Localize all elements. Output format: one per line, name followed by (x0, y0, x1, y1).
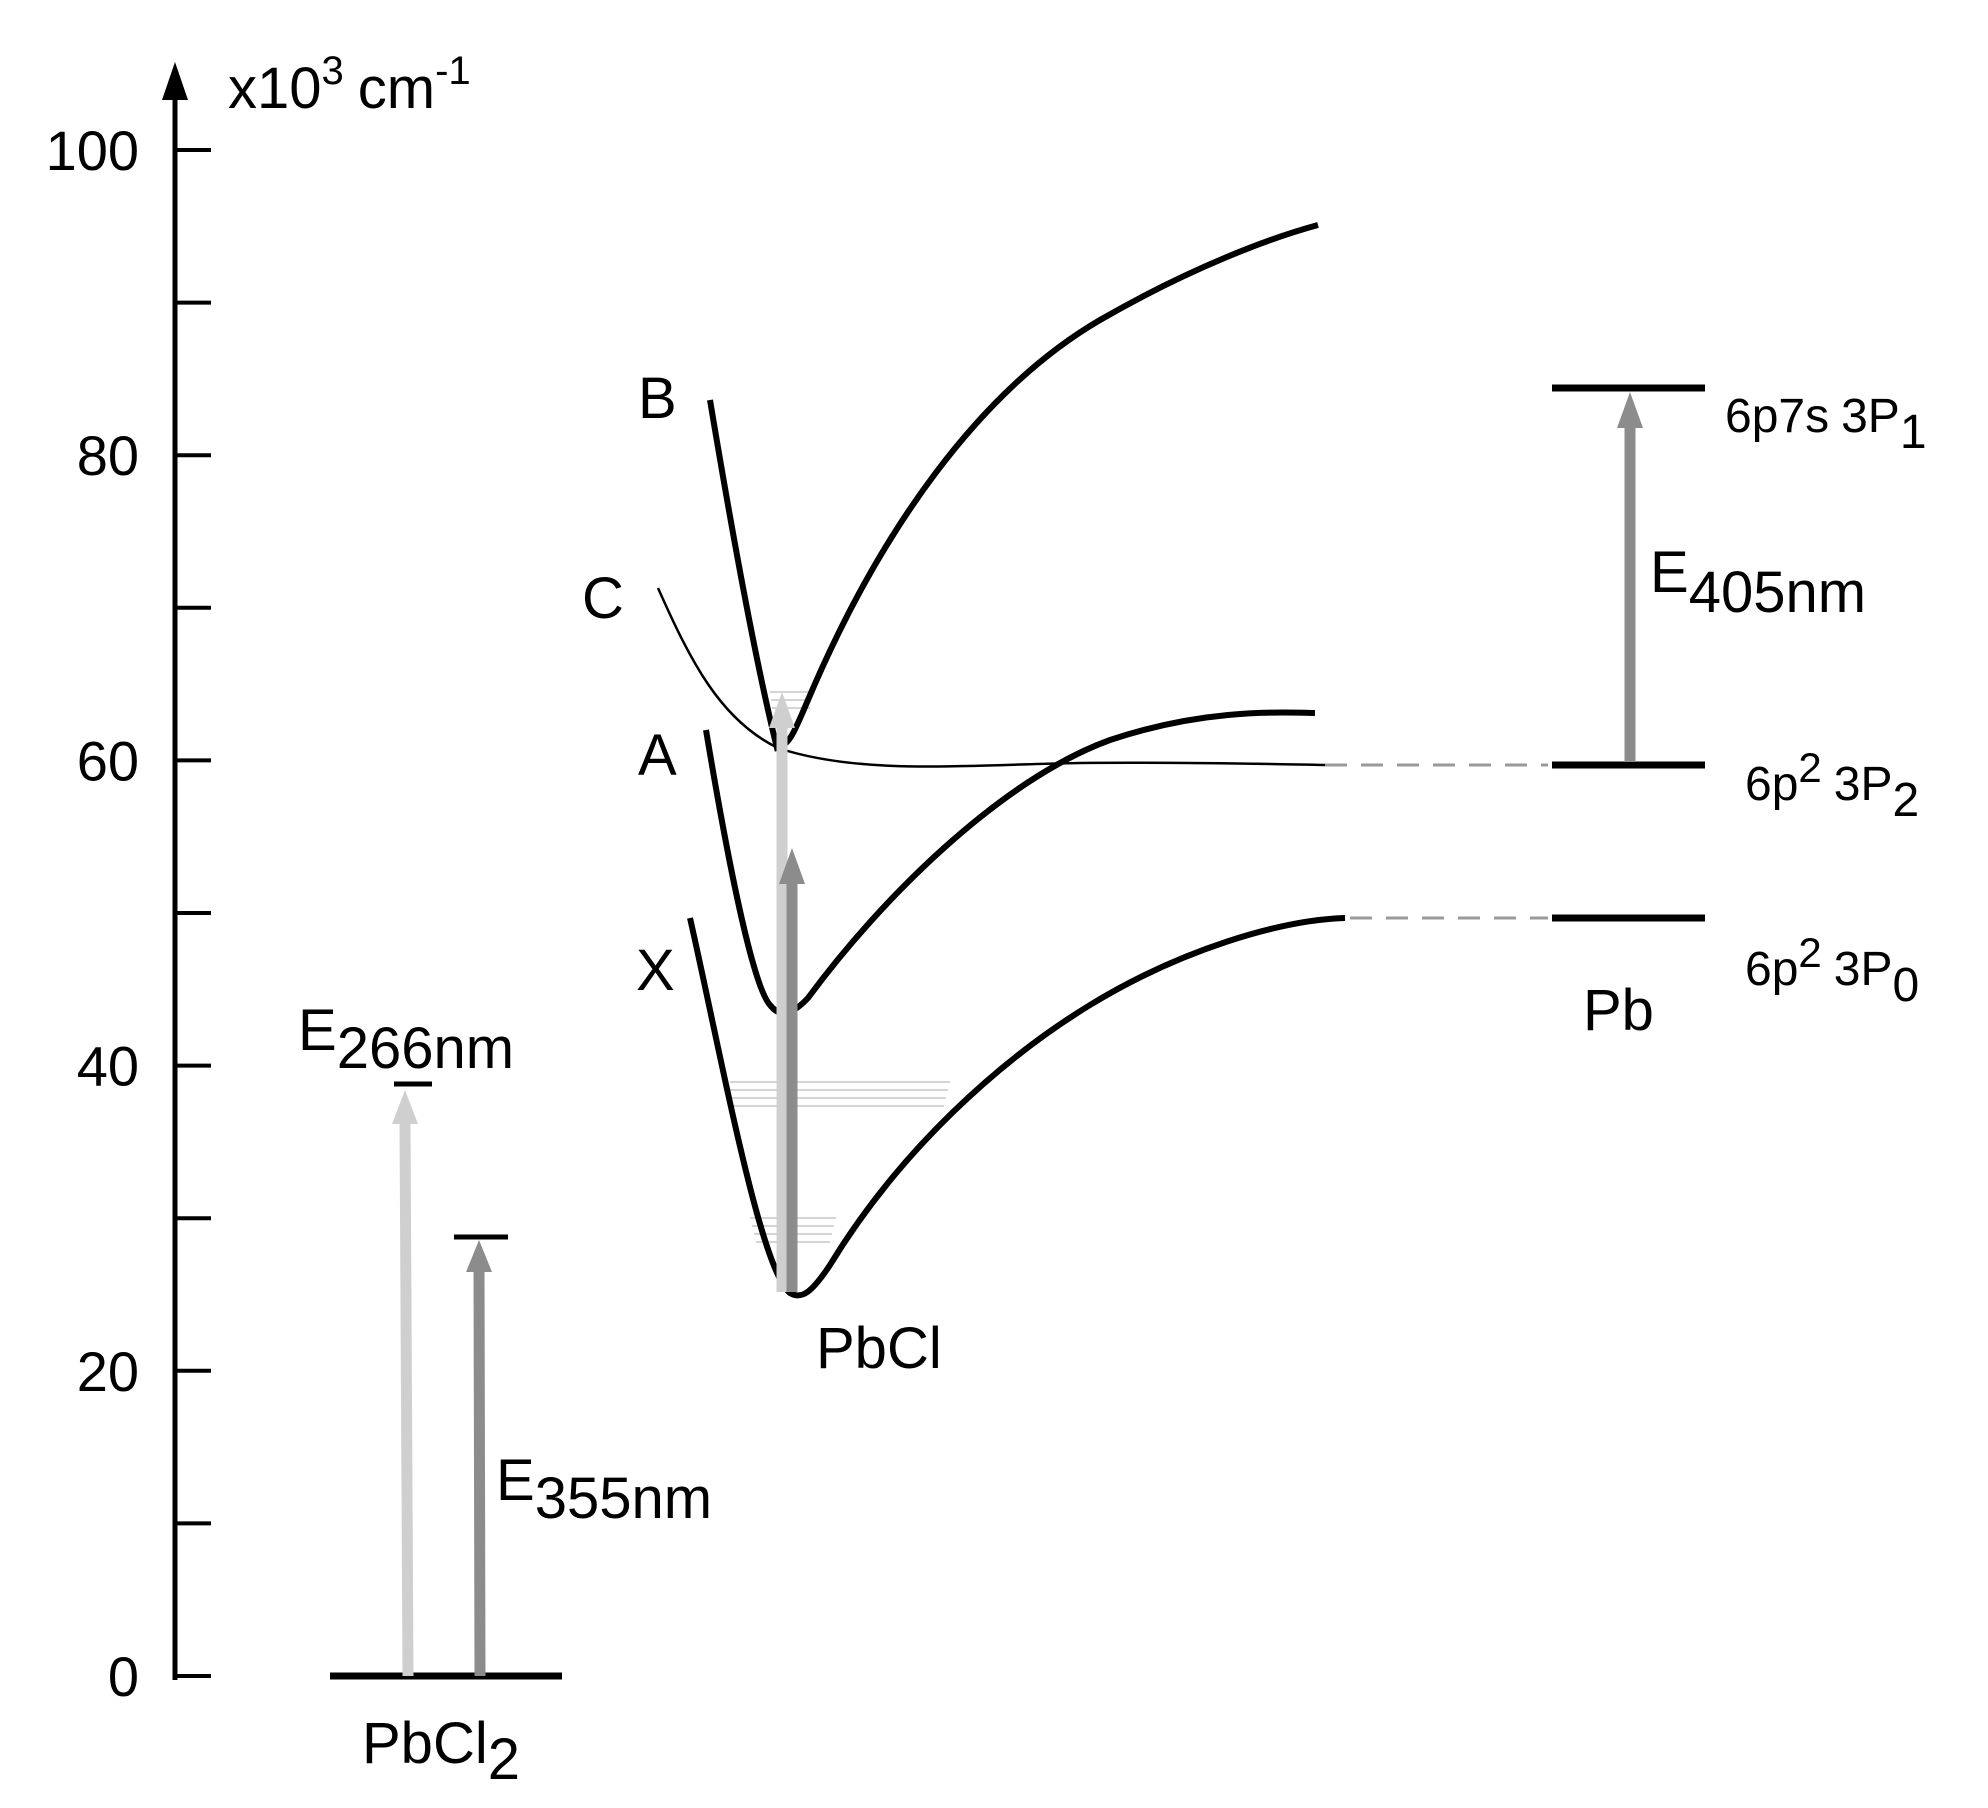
axis-tick-label: 60 (77, 729, 139, 792)
pbcl-label: PbCl (816, 1316, 942, 1381)
axis-tick-label: 0 (108, 1645, 139, 1708)
a-state-curve (703, 709, 1316, 1016)
axis-tick-label: 40 (77, 1035, 139, 1098)
e266-arrow-head (392, 1090, 418, 1124)
e355-arrow-shaft (473, 1269, 486, 1677)
e355-arrow-head (466, 1240, 492, 1272)
x-state-curve (687, 915, 1346, 1299)
e405-arrow-head (1617, 392, 1643, 428)
e266-arrow-shaft (399, 1121, 414, 1677)
e405-label: E405nm (1650, 540, 1866, 625)
label-a: A (638, 723, 677, 788)
e266-label: E266nm (298, 998, 514, 1081)
axis-ticks: 0 20 40 60 80 100 (46, 119, 211, 1708)
label-b: B (638, 366, 677, 431)
pbcl-dark-arrow-head (779, 848, 805, 884)
axis-arrowhead (162, 62, 188, 100)
axis-tick-label: 100 (46, 119, 139, 182)
pbcl2-label: PbCl2 (362, 1711, 520, 1792)
pbcl-section: B C A X PbCl (582, 222, 1346, 1381)
axis-tick-label: 20 (77, 1340, 139, 1403)
axis-tick-label: 80 (77, 424, 139, 487)
x-vibrational-levels (730, 1081, 950, 1243)
c-state-curve (656, 587, 1326, 768)
b-state-curve (707, 222, 1319, 752)
label-c: C (582, 566, 624, 631)
pb-label: Pb (1583, 978, 1654, 1043)
label-x: X (636, 938, 675, 1003)
pbcl2-section: E266nm E355nm PbCl2 (298, 998, 712, 1792)
pbcl-light-arrow-head (769, 692, 795, 728)
e355-label: E355nm (496, 1448, 712, 1531)
